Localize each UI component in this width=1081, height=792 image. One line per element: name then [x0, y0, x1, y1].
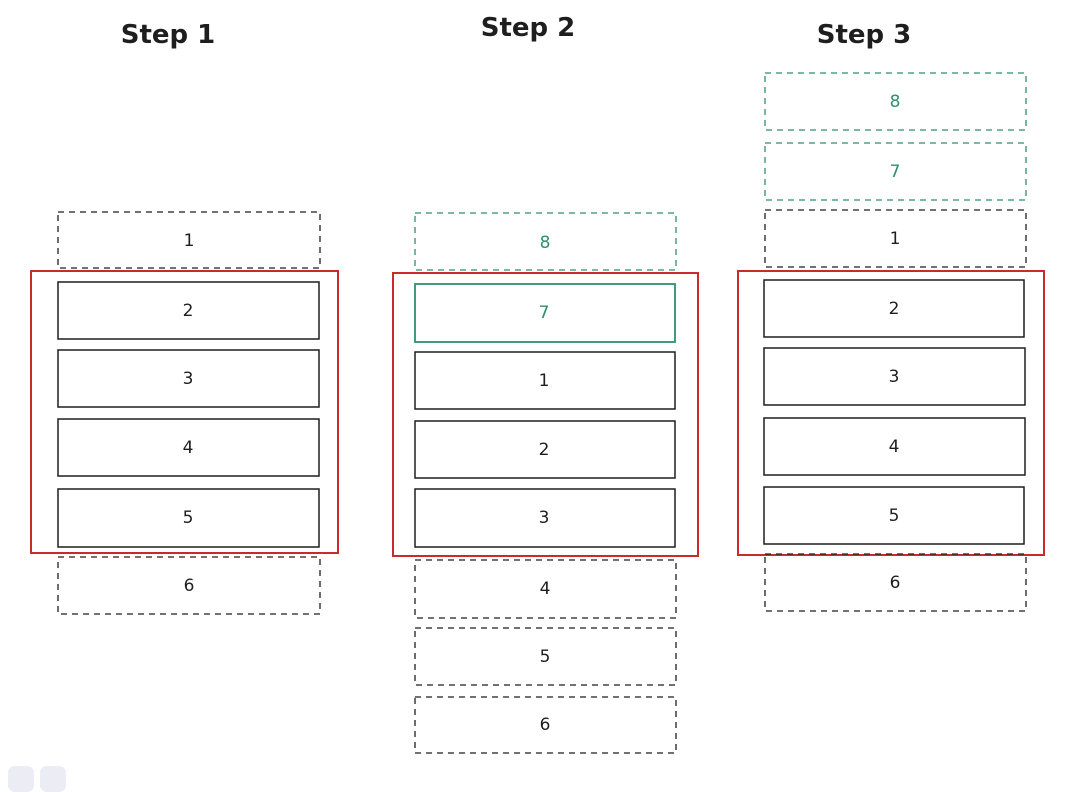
list-item: 6: [57, 556, 321, 615]
item-label: 6: [540, 715, 551, 735]
list-item: 5: [57, 488, 320, 548]
item-label: 7: [890, 162, 901, 182]
list-item: 2: [414, 420, 676, 479]
item-label: 6: [890, 573, 901, 593]
step-2-viewport-frame: [392, 272, 699, 557]
step-3-list: 8 7 1 2 3 4 5 6: [763, 72, 1027, 612]
item-box: [57, 488, 320, 548]
list-item: 4: [57, 418, 320, 477]
item-label: 4: [540, 579, 551, 599]
item-label: 2: [539, 440, 550, 460]
item-box: [414, 627, 677, 686]
step-1-title: Step 1: [121, 20, 216, 50]
item-label: 5: [183, 508, 194, 528]
item-box: [414, 283, 676, 343]
list-item: 2: [763, 279, 1025, 338]
item-label: 3: [889, 367, 900, 387]
list-item: 2: [57, 281, 320, 340]
item-label: 8: [540, 233, 551, 253]
item-label: 3: [539, 508, 550, 528]
list-item: 1: [764, 209, 1027, 268]
item-box: [57, 349, 320, 408]
list-item: 4: [763, 417, 1026, 476]
item-box: [57, 211, 321, 269]
item-label: 5: [889, 506, 900, 526]
list-item: 3: [57, 349, 320, 408]
step-1-viewport-frame: [30, 270, 339, 554]
item-label: 1: [184, 231, 195, 251]
step-3-viewport-frame: [737, 270, 1045, 556]
canvas-mini-toolbar: [8, 766, 66, 792]
item-box: [763, 347, 1026, 406]
item-box: [414, 488, 676, 548]
step-1-list: 1 2 3 4 5 6: [57, 211, 321, 615]
item-label: 6: [184, 576, 195, 596]
list-item: 5: [763, 486, 1025, 545]
item-label: 1: [539, 371, 550, 391]
item-box: [764, 553, 1027, 612]
item-box: [414, 351, 676, 410]
item-box: [57, 556, 321, 615]
item-label: 5: [540, 647, 551, 667]
step-2-title: Step 2: [481, 13, 576, 43]
item-label: 8: [890, 92, 901, 112]
list-item: 8: [764, 72, 1027, 131]
list-item: 5: [414, 627, 677, 686]
item-box: [414, 420, 676, 479]
step-2-list: 8 7 1 2 3 4 5 6: [414, 212, 677, 754]
item-box: [414, 696, 677, 754]
item-box: [414, 559, 677, 619]
item-box: [57, 281, 320, 340]
list-item: 8: [414, 212, 677, 271]
list-item: 3: [763, 347, 1026, 406]
item-label: 7: [539, 303, 550, 323]
item-box: [763, 486, 1025, 545]
toolbar-button[interactable]: [40, 766, 66, 792]
list-item: 3: [414, 488, 676, 548]
item-box: [763, 417, 1026, 476]
list-item: 1: [57, 211, 321, 269]
list-item: 7: [764, 142, 1027, 201]
item-box: [764, 209, 1027, 268]
item-box: [763, 279, 1025, 338]
item-label: 3: [183, 369, 194, 389]
item-label: 2: [183, 301, 194, 321]
item-box: [414, 212, 677, 271]
item-label: 2: [889, 299, 900, 319]
toolbar-button[interactable]: [8, 766, 34, 792]
step-3-title: Step 3: [817, 20, 912, 50]
list-item: 4: [414, 559, 677, 619]
item-label: 4: [889, 437, 900, 457]
item-label: 1: [890, 229, 901, 249]
list-item: 6: [414, 696, 677, 754]
list-item: 6: [764, 553, 1027, 612]
item-box: [764, 142, 1027, 201]
item-label: 4: [183, 438, 194, 458]
item-box: [764, 72, 1027, 131]
item-box: [57, 418, 320, 477]
list-item: 1: [414, 351, 676, 410]
list-item: 7: [414, 283, 676, 343]
